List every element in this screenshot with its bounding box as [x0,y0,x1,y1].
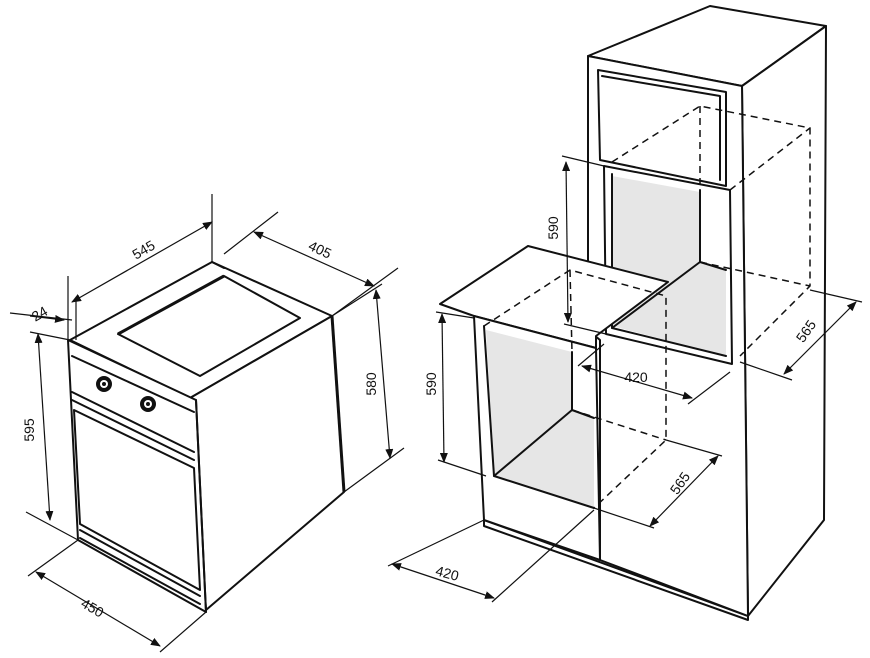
tall-cabinet-upper-opening [597,69,727,187]
oven-door [73,409,201,591]
cabinet-plinth [483,519,749,621]
dim-tall-niche-height: 590 [545,216,561,240]
dim-low-niche-width: 420 [434,562,461,584]
dim-tall-niche-width: 420 [624,369,648,385]
dim-low-niche-height: 590 [423,372,439,396]
tall-cabinet-side [741,25,827,617]
cabinet-drawing: 590 420 565 590 565 420 [387,5,863,621]
dim-oven-body-height: 580 [363,372,379,396]
oven-drawing: 545 24 405 595 580 450 [9,194,405,653]
dim-oven-top-depth: 545 [129,237,157,263]
dim-oven-side-depth: 405 [306,237,334,261]
oven-control-panel [71,355,195,413]
dim-oven-front-width: 450 [78,595,106,621]
low-niche-shade [486,330,572,476]
dim-oven-front-panel: 24 [29,303,51,325]
dim-oven-front-height: 595 [21,418,37,442]
